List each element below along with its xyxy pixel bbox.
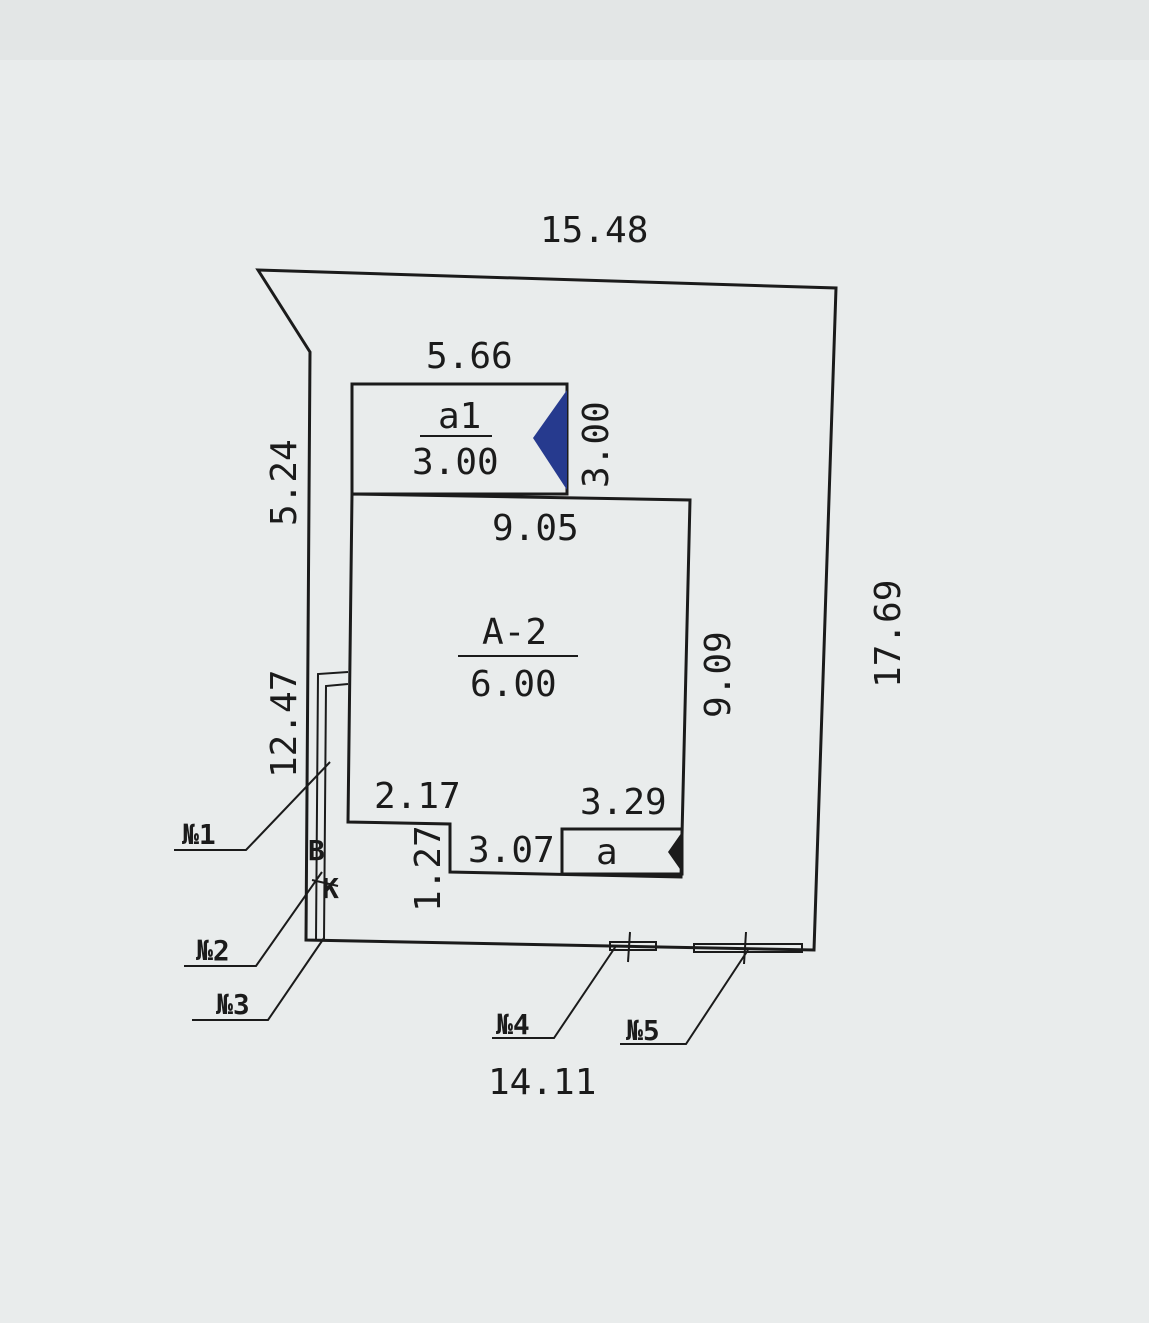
paper-shadow-top	[0, 0, 1149, 60]
parcel-left-lower-dimension: 12.47	[264, 670, 305, 778]
house-right-dimension: 9.09	[698, 631, 739, 718]
leader-n2	[184, 871, 323, 967]
annex-a-entrance-triangle	[668, 832, 682, 872]
leader-n5	[620, 949, 749, 1045]
gate-marker-n5	[693, 943, 803, 953]
parcel-bottom-dimension: 14.11	[488, 1062, 596, 1103]
leader-n1	[174, 761, 331, 851]
house-value: 6.00	[470, 664, 557, 705]
tick-n5	[743, 931, 747, 965]
leader-n4	[492, 945, 617, 1039]
marker-n3: №3	[216, 988, 250, 1021]
utility-line-water	[315, 671, 349, 941]
house-top-dimension: 9.05	[492, 508, 579, 549]
house-inner-left-dimension: 2.17	[374, 776, 461, 817]
gate-marker-n4	[609, 941, 657, 951]
annex-a1-value: 3.00	[412, 442, 499, 483]
tick-n4	[627, 931, 631, 963]
leader-n3	[192, 937, 325, 1021]
utility-sewer-label: К	[322, 872, 339, 905]
marker-n4: №4	[496, 1008, 530, 1041]
house-inner-right-dimension: 3.29	[580, 782, 667, 823]
house-name: А-2	[482, 612, 547, 653]
parcel-left-upper-dimension: 5.24	[264, 439, 305, 526]
annex-a1-entrance-triangle	[533, 390, 567, 490]
house-notch-width-dimension: 3.07	[468, 830, 555, 871]
utility-line-sewer	[323, 683, 349, 941]
utility-water-label: В	[308, 834, 325, 867]
marker-n2: №2	[196, 934, 230, 967]
annex-a1-side-dimension: 3.00	[576, 401, 617, 488]
parcel-boundary	[255, 268, 838, 952]
marker-n5: №5	[626, 1014, 660, 1047]
marker-n1: №1	[182, 818, 216, 851]
annex-a1-top-dimension: 5.66	[426, 336, 513, 377]
annex-a1-name: а1	[438, 396, 481, 437]
annex-a-name: а	[596, 832, 618, 873]
house-notch-depth-dimension: 1.27	[408, 825, 449, 912]
house-a2-outline	[346, 492, 692, 879]
parcel-top-dimension: 15.48	[540, 210, 648, 251]
parcel-right-dimension: 17.69	[868, 580, 909, 688]
